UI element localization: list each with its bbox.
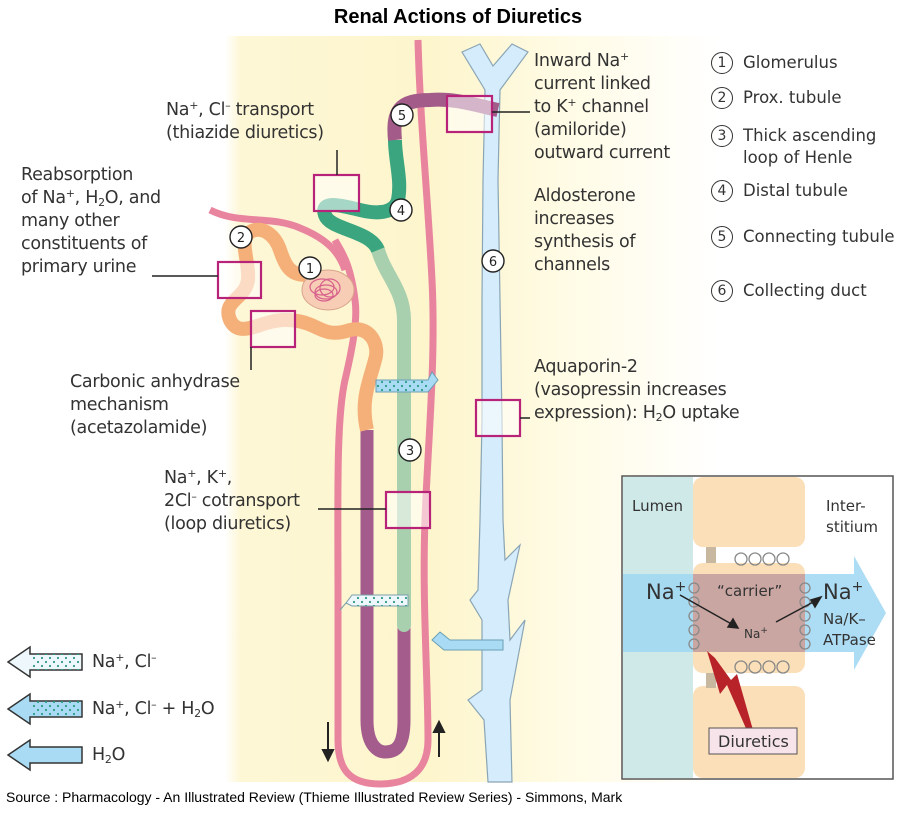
label-aldosterone: Aldosterone increases synthesis of chann… bbox=[534, 186, 636, 275]
glomerulus-capillaries bbox=[309, 278, 341, 302]
inset-label-na-left: Na+ bbox=[646, 579, 687, 604]
legend-arrow-nacl bbox=[6, 645, 83, 679]
inset-label-diuretics: Diuretics bbox=[718, 732, 789, 751]
inset-diuretic-bolt bbox=[707, 651, 753, 733]
box-aquaporin-site bbox=[474, 398, 522, 438]
legend-arrow-water bbox=[6, 738, 83, 772]
inset-label-na-right: Na+ bbox=[823, 579, 864, 604]
inset-diuretics-box bbox=[708, 727, 798, 755]
thick-ascending-limb bbox=[371, 243, 411, 632]
inset-label-carrier: “carrier” bbox=[717, 582, 783, 600]
inset-label-na-k-atpase: Na/K–ATPase bbox=[823, 610, 876, 649]
flow-up-arrow bbox=[432, 719, 446, 757]
carrier-inset bbox=[621, 475, 894, 780]
diagram-title: Renal Actions of Diuretics bbox=[333, 6, 583, 28]
proximal-tubule bbox=[221, 222, 384, 432]
svg-text:5: 5 bbox=[398, 109, 406, 124]
inset-arrow-out bbox=[775, 599, 818, 623]
water-arrow-collecting bbox=[431, 631, 504, 651]
svg-text:6: 6 bbox=[489, 255, 497, 270]
legend-label-nacl-water: Na+, Cl– + H2O bbox=[92, 698, 215, 720]
inset-upper-cell bbox=[693, 477, 805, 547]
legend-label-water: H2O bbox=[92, 745, 126, 766]
descending-limb bbox=[360, 430, 411, 759]
inset-label-na-center: Na+ bbox=[744, 626, 768, 641]
inset-tight-junction-top bbox=[706, 547, 716, 565]
inset-tight-junction-bottom bbox=[706, 670, 716, 688]
inset-label-interstitium: Inter-stitium bbox=[826, 497, 879, 536]
label-loop-diuretics: Na+, K+, 2Cl– cotransport (loop diuretic… bbox=[164, 467, 300, 534]
legend-label-nacl: Na+, Cl– bbox=[92, 651, 157, 672]
marker-6: 6 bbox=[481, 249, 505, 273]
box-loop-site bbox=[384, 490, 432, 530]
box-amiloride-site bbox=[445, 94, 494, 134]
marker-3: 3 bbox=[398, 438, 422, 462]
svg-text:3: 3 bbox=[406, 444, 414, 459]
label-proximal-reabsorption: Reabsorption of Na+, H2O, and many other… bbox=[21, 165, 161, 277]
svg-text:1: 1 bbox=[306, 262, 314, 277]
svg-text:4: 4 bbox=[397, 204, 405, 219]
label-thiazide: Na+, Cl– transport (thiazide diuretics) bbox=[166, 99, 324, 143]
label-amiloride: Inward Na+ current linked to K+ channel … bbox=[534, 50, 670, 163]
box-thiazide-site bbox=[312, 173, 361, 213]
inset-arrow-in bbox=[679, 594, 736, 627]
blood-vessel-right bbox=[331, 39, 437, 788]
marker-1: 1 bbox=[298, 256, 322, 280]
label-carbonic-anhydrase: Carbonic anhydrase mechanism (acetazolam… bbox=[70, 372, 240, 438]
source-citation: Source : Pharmacology - An Illustrated R… bbox=[6, 789, 623, 805]
svg-text:2: 2 bbox=[237, 231, 245, 246]
label-aquaporin: Aquaporin-2 (vasopressin increases expre… bbox=[534, 357, 740, 424]
marker-2: 2 bbox=[229, 225, 253, 249]
blood-vessel-left bbox=[208, 206, 349, 272]
box-proximal-site bbox=[216, 260, 263, 300]
box-carbonic-site bbox=[249, 309, 297, 349]
marker-4: 4 bbox=[389, 198, 413, 222]
flow-down-arrow bbox=[321, 722, 335, 763]
inset-label-lumen: Lumen bbox=[632, 497, 683, 515]
legend-arrow-nacl-water bbox=[6, 692, 83, 726]
marker-5: 5 bbox=[390, 103, 414, 127]
